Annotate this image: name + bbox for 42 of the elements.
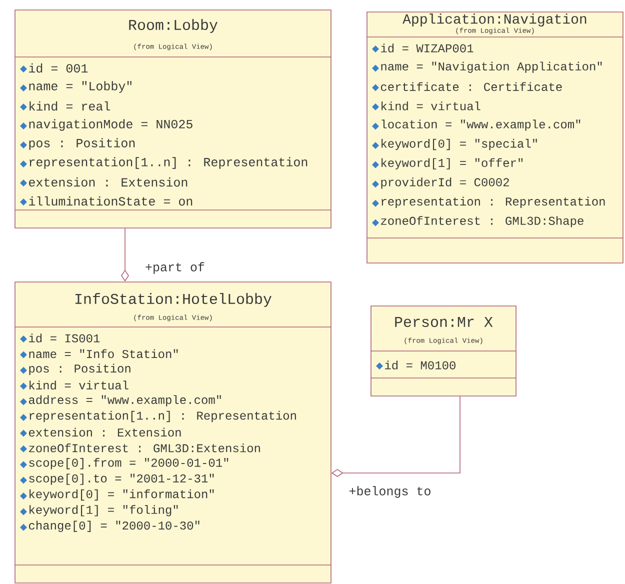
attribute-text: extension : Extension: [29, 177, 188, 187]
attribute-text: certificate : Certificate: [380, 82, 562, 91]
attribute-text: name = "Navigation Application": [381, 62, 602, 73]
class-name: Person:Mr X: [395, 316, 493, 327]
attribute-text: keyword[0] = "information": [30, 489, 214, 501]
class-box: [366, 12, 624, 264]
attribute-text: name = "Info Station": [29, 349, 178, 358]
class-name: Application:Navigation: [402, 13, 586, 27]
attribute-text: extension : Extension: [29, 428, 181, 437]
attribute-text: location = "www.example.com": [382, 120, 580, 131]
attribute-text: representation : Representation: [382, 196, 605, 208]
attribute-text: kind = virtual: [382, 101, 480, 110]
attribute-text: id = 001: [29, 63, 88, 73]
attribute-text: representation[1..n] : Representation: [30, 410, 296, 422]
attribute-text: zoneOfInterest : GML3D:Extension: [29, 444, 260, 452]
attribute-text: illuminationState = on: [29, 196, 192, 206]
class-box: [370, 306, 516, 396]
attribute-text: keyword[1] = "offer": [382, 158, 523, 170]
class-box: [14, 282, 332, 584]
attribute-text: scope[0].from = "2000-01-01": [29, 458, 228, 470]
attribute-text: keyword[0] = "special": [382, 138, 537, 150]
attribute-text: scope[0].to = "2001-12-31": [29, 474, 214, 485]
attribute-text: providerId = C0002: [381, 178, 509, 189]
attribute-text: pos : Position: [29, 364, 130, 375]
class-name: Room:Lobby: [129, 19, 218, 33]
attribute-text: id = WIZAP001: [381, 44, 474, 52]
class-name: InfoStation:HotelLobby: [75, 293, 272, 307]
attribute-text: representation[1..n] : Representation: [30, 157, 308, 169]
attribute-text: change[0] = "2000-10-30": [28, 520, 200, 532]
attribute-text: id = IS001: [29, 334, 100, 342]
attribute-text: kind = virtual: [30, 380, 128, 390]
attribute-text: pos : Position: [29, 138, 135, 150]
attribute-text: address = "www.example.com": [28, 395, 221, 406]
attribute-text: name = "Lobby": [29, 81, 132, 93]
class-box: [14, 10, 332, 228]
attribute-text: kind = real: [30, 101, 110, 111]
attribute-text: navigationMode = NN025: [29, 119, 192, 131]
attribute-text: zoneOfInterest : GML3D:Shape: [381, 216, 584, 228]
edge-label: +part of: [146, 262, 204, 274]
edge-label: +belongs to: [349, 486, 430, 498]
attribute-text: id = M0100: [385, 360, 456, 370]
attribute-text: keyword[1] = "foling": [30, 505, 178, 516]
